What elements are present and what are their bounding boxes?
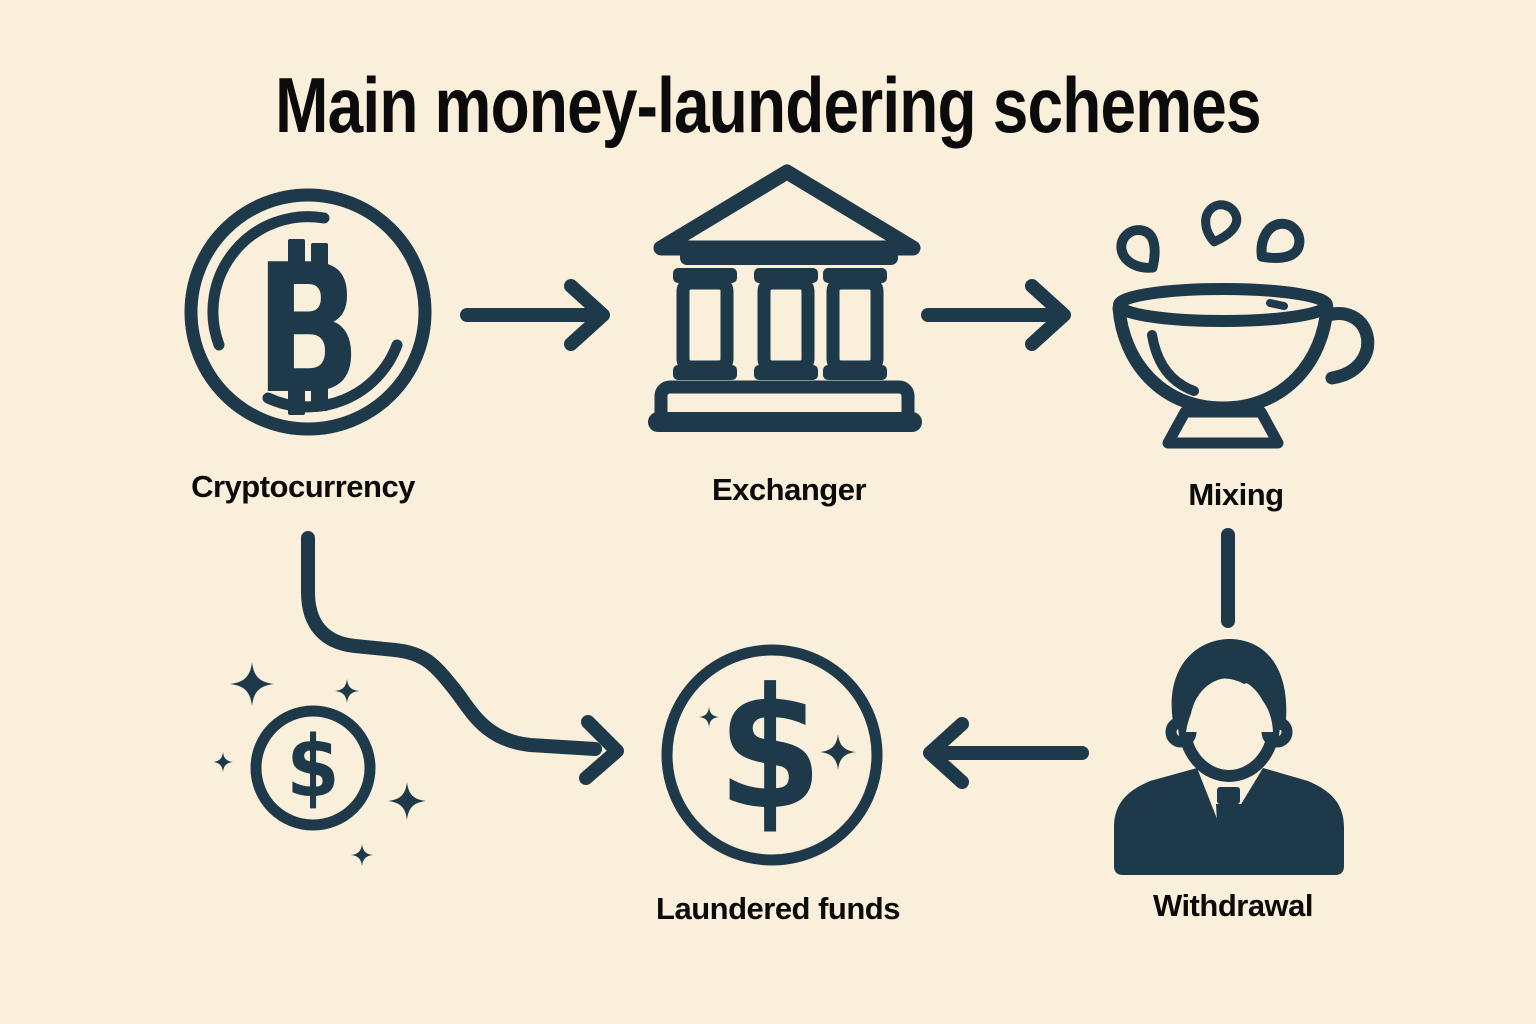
- dollar-glyph: $: [718, 654, 823, 847]
- sparkles: [213, 662, 426, 866]
- small-dollar-glyph: $: [286, 718, 339, 817]
- node-label-withdrawal: Withdrawal: [1152, 888, 1314, 923]
- splash-drops: [1116, 200, 1305, 273]
- node-label-mixing: Mixing: [1188, 477, 1284, 512]
- bank-icon: [648, 164, 922, 432]
- businessman-icon: [1114, 638, 1344, 875]
- sparkle-icon: [820, 734, 856, 770]
- node-label-exchanger: Exchanger: [711, 472, 867, 507]
- dollar-circle-icon: $: [661, 644, 883, 866]
- arrow-right-icon: [921, 279, 1071, 351]
- sparkle-icon: [699, 707, 719, 727]
- arrow-right-icon: [460, 279, 610, 351]
- node-label-laundered-funds: Laundered funds: [656, 891, 900, 926]
- bitcoin-b-glyph: B: [255, 226, 361, 433]
- connector-line-down: [1221, 528, 1235, 628]
- page-title: Main money-laundering schemes: [275, 61, 1261, 149]
- bank-columns: [673, 268, 887, 380]
- sparkling-dollar-coin-icon: $: [213, 662, 426, 866]
- tie: [1216, 787, 1249, 849]
- bitcoin-coin-icon: B: [184, 188, 432, 436]
- arrow-left-icon: [923, 717, 1089, 789]
- mixing-cup-icon: [1112, 200, 1375, 449]
- node-label-cryptocurrency: Cryptocurrency: [191, 469, 415, 504]
- curved-arrow-connector: [301, 531, 624, 785]
